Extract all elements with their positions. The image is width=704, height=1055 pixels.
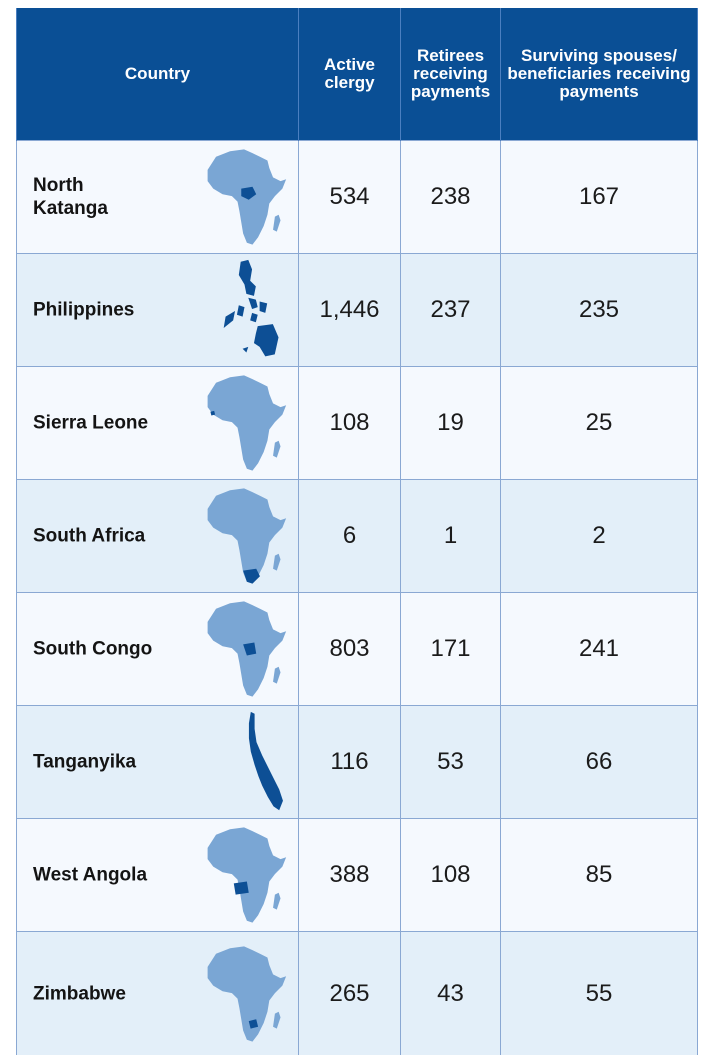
africa-map-icon bbox=[202, 597, 288, 701]
active-clergy-cell: 803 bbox=[299, 593, 401, 706]
table-row: Zimbabwe 265 43 55 bbox=[17, 932, 698, 1055]
country-cell: Philippines bbox=[17, 254, 299, 367]
retirees-cell: 171 bbox=[401, 593, 501, 706]
header-country: Country bbox=[17, 8, 299, 141]
table-row: South Congo 803 171 241 bbox=[17, 593, 698, 706]
clergy-payments-table: Country Active clergy Retirees receiving… bbox=[16, 8, 698, 1055]
header-retirees: Retirees receiving payments bbox=[401, 8, 501, 141]
country-cell: South Africa bbox=[17, 480, 299, 593]
active-clergy-cell: 108 bbox=[299, 367, 401, 480]
header-active-clergy: Active clergy bbox=[299, 8, 401, 141]
country-name: Tanganyika bbox=[33, 751, 153, 774]
table-header-row: Country Active clergy Retirees receiving… bbox=[17, 8, 698, 141]
table-row: Tanganyika 116 53 66 bbox=[17, 706, 698, 819]
spouses-cell: 85 bbox=[501, 819, 698, 932]
country-cell: Sierra Leone bbox=[17, 367, 299, 480]
africa-map-icon bbox=[202, 823, 288, 927]
spouses-cell: 55 bbox=[501, 932, 698, 1055]
table-row: North Katanga 534 238 167 bbox=[17, 141, 698, 254]
philippines-map-icon bbox=[218, 258, 288, 362]
spouses-cell: 241 bbox=[501, 593, 698, 706]
africa-map-icon bbox=[202, 145, 288, 249]
country-cell: West Angola bbox=[17, 819, 299, 932]
country-name: Philippines bbox=[33, 299, 153, 322]
spouses-cell: 66 bbox=[501, 706, 698, 819]
africa-map-icon bbox=[202, 371, 288, 475]
retirees-cell: 53 bbox=[401, 706, 501, 819]
spouses-cell: 25 bbox=[501, 367, 698, 480]
clergy-table-container: Country Active clergy Retirees receiving… bbox=[16, 8, 697, 1042]
active-clergy-cell: 388 bbox=[299, 819, 401, 932]
country-name: Zimbabwe bbox=[33, 982, 153, 1005]
spouses-cell: 2 bbox=[501, 480, 698, 593]
header-surviving-spouses: Surviving spouses/ beneficiaries receivi… bbox=[501, 8, 698, 141]
retirees-cell: 238 bbox=[401, 141, 501, 254]
africa-map-icon bbox=[202, 942, 288, 1046]
table-row: South Africa 6 1 2 bbox=[17, 480, 698, 593]
tanganyika-map-icon bbox=[242, 710, 288, 814]
retirees-cell: 43 bbox=[401, 932, 501, 1055]
retirees-cell: 19 bbox=[401, 367, 501, 480]
country-cell: South Congo bbox=[17, 593, 299, 706]
country-name: North Katanga bbox=[33, 174, 153, 220]
country-name: West Angola bbox=[33, 864, 153, 887]
spouses-cell: 235 bbox=[501, 254, 698, 367]
table-row: Philippines 1,446 237 235 bbox=[17, 254, 698, 367]
table-row: Sierra Leone 108 19 25 bbox=[17, 367, 698, 480]
country-cell: North Katanga bbox=[17, 141, 299, 254]
active-clergy-cell: 265 bbox=[299, 932, 401, 1055]
country-cell: Zimbabwe bbox=[17, 932, 299, 1055]
active-clergy-cell: 6 bbox=[299, 480, 401, 593]
country-name: Sierra Leone bbox=[33, 412, 153, 435]
country-name: South Congo bbox=[33, 638, 153, 661]
active-clergy-cell: 116 bbox=[299, 706, 401, 819]
retirees-cell: 1 bbox=[401, 480, 501, 593]
active-clergy-cell: 534 bbox=[299, 141, 401, 254]
spouses-cell: 167 bbox=[501, 141, 698, 254]
africa-map-icon bbox=[202, 484, 288, 588]
country-cell: Tanganyika bbox=[17, 706, 299, 819]
retirees-cell: 237 bbox=[401, 254, 501, 367]
retirees-cell: 108 bbox=[401, 819, 501, 932]
table-row: West Angola 388 108 85 bbox=[17, 819, 698, 932]
active-clergy-cell: 1,446 bbox=[299, 254, 401, 367]
country-name: South Africa bbox=[33, 525, 153, 548]
